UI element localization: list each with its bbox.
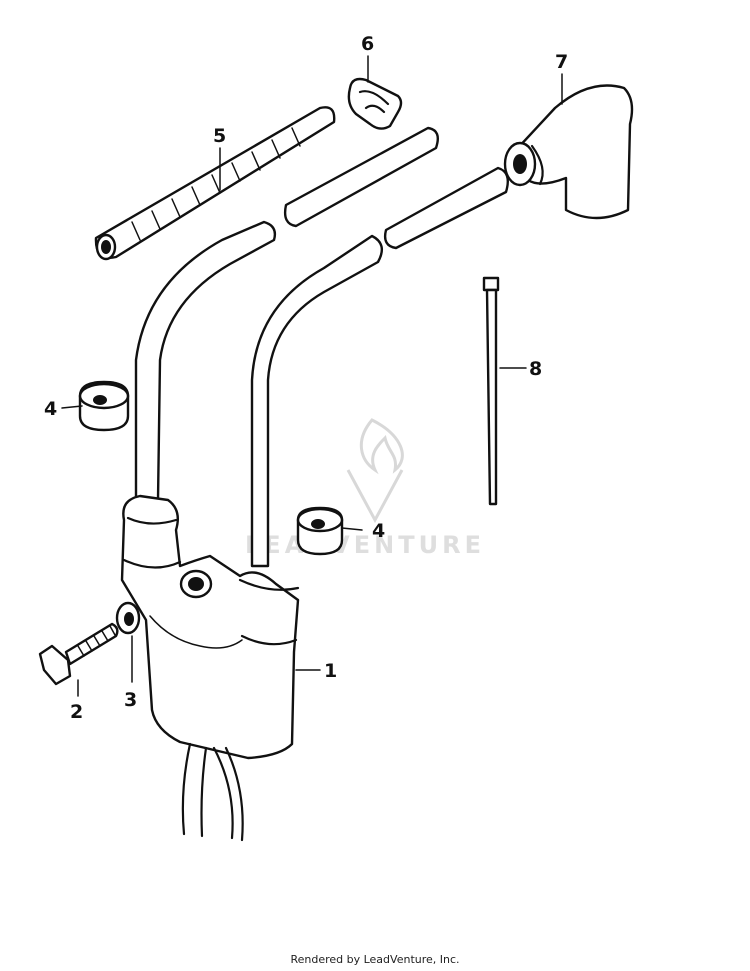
- callout-7: 7: [555, 51, 568, 73]
- callout-6: 6: [361, 33, 374, 55]
- callout-2: 2: [70, 701, 83, 723]
- footer-credit: Rendered by LeadVenture, Inc.: [290, 953, 460, 966]
- callout-4-left: 4: [44, 398, 57, 420]
- callout-1: 1: [324, 660, 337, 682]
- callout-4-right: 4: [372, 520, 385, 542]
- part-5-tube: [94, 106, 336, 261]
- callouts: 1 2 3 4 4 5 6 7 8: [44, 33, 568, 723]
- leadventure-watermark: LEADVENTURE: [245, 418, 485, 559]
- part-2-bolt: [38, 622, 119, 686]
- leader-lines: [61, 55, 563, 697]
- part-3-washer: [115, 601, 141, 635]
- coil-leads: [134, 220, 384, 568]
- cable-segments-upper: [283, 126, 509, 250]
- part-6-clip: [347, 77, 403, 130]
- part-4-grommet-left: [78, 380, 130, 432]
- callout-8: 8: [529, 358, 542, 380]
- primary-wires: [181, 742, 244, 842]
- part-1-ignition-coil: [120, 494, 300, 760]
- callout-5: 5: [213, 125, 226, 147]
- part-4-grommet-right: [296, 506, 344, 556]
- callout-3: 3: [124, 689, 137, 711]
- part-8-cable-tie: [482, 276, 500, 506]
- part-7-plug-cap: [503, 84, 634, 220]
- watermark-text: LEADVENTURE: [245, 531, 485, 559]
